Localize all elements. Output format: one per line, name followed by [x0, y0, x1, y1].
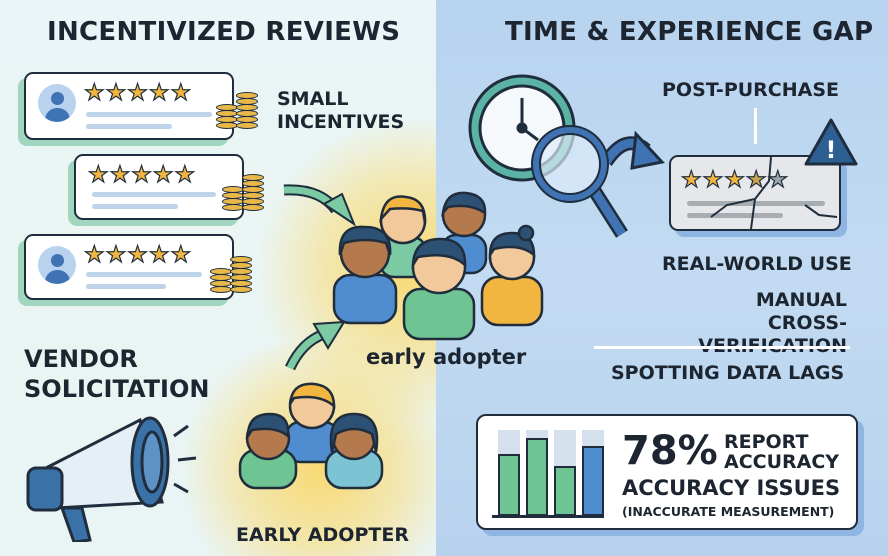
chart-bar: [498, 454, 520, 516]
review-card-1: ★★★★★: [24, 72, 234, 140]
user-avatar-icon: [38, 246, 76, 284]
review-text-line: [86, 272, 202, 277]
review-text-line: [687, 213, 783, 218]
review-card-3: ★★★★★: [24, 234, 234, 300]
user-avatar-icon: [38, 84, 76, 122]
warning-icon: !: [804, 118, 858, 166]
accuracy-stat-card: 78% REPORT ACCURACY ACCURACY ISSUES (INA…: [476, 414, 858, 530]
stat-subtitle: (INACCURATE MEASUREMENT): [622, 504, 835, 519]
post-purchase-label: POST-PURCHASE: [662, 79, 840, 101]
stat-accuracy-issues: ACCURACY ISSUES: [622, 476, 841, 500]
arrow-right-icon: [283, 184, 357, 227]
early-adopter-trio-icon: [238, 382, 384, 490]
review-text-line: [86, 284, 166, 289]
review-text-line: [92, 204, 178, 209]
review-text-line: [92, 192, 216, 197]
early-adopter-group-icon: [332, 191, 544, 341]
connector-line: [754, 108, 757, 144]
incentivized-reviews-title: INCENTIVIZED REVIEWS: [47, 17, 401, 47]
chart-baseline: [492, 515, 604, 518]
five-star-rating: ★★★★★: [83, 241, 193, 268]
chart-bar: [582, 446, 604, 516]
early-adopter-lowercase-label: early adopter: [366, 345, 527, 369]
real-world-use-label: REAL-WORLD USE: [662, 253, 852, 275]
review-text-line: [86, 124, 172, 129]
stat-percent: 78%: [622, 428, 718, 474]
broken-review-card: ★★★★★: [669, 155, 841, 231]
early-adopter-uppercase-label: EARLY ADOPTER: [236, 524, 409, 546]
five-star-rating: ★★★★★: [83, 79, 193, 106]
megaphone-icon: [26, 416, 197, 542]
spotting-data-lags-label: SPOTTING DATA LAGS: [611, 362, 845, 384]
crack-icon: [710, 157, 838, 229]
time-experience-gap-title: TIME & EXPERIENCE GAP: [505, 17, 874, 47]
review-card-2: ★★★★★: [74, 154, 244, 220]
bar-chart-icon: [492, 430, 604, 518]
clock-magnifier-icon: [468, 74, 665, 238]
review-text-line: [687, 201, 825, 206]
review-text-line: [86, 112, 212, 117]
divider: [594, 346, 850, 349]
vendor-solicitation-label: VENDOR SOLICITATION: [24, 345, 210, 403]
chart-bar: [554, 466, 576, 516]
partial-star-rating: ★★★★★: [680, 166, 790, 193]
five-star-rating: ★★★★★: [87, 161, 197, 188]
chart-bar: [526, 438, 548, 516]
small-incentives-label: SMALL INCENTIVES: [277, 88, 405, 133]
svg-text:!: !: [826, 136, 837, 164]
arrow-up-icon: [285, 320, 346, 371]
stat-report-label: REPORT ACCURACY: [724, 431, 840, 473]
